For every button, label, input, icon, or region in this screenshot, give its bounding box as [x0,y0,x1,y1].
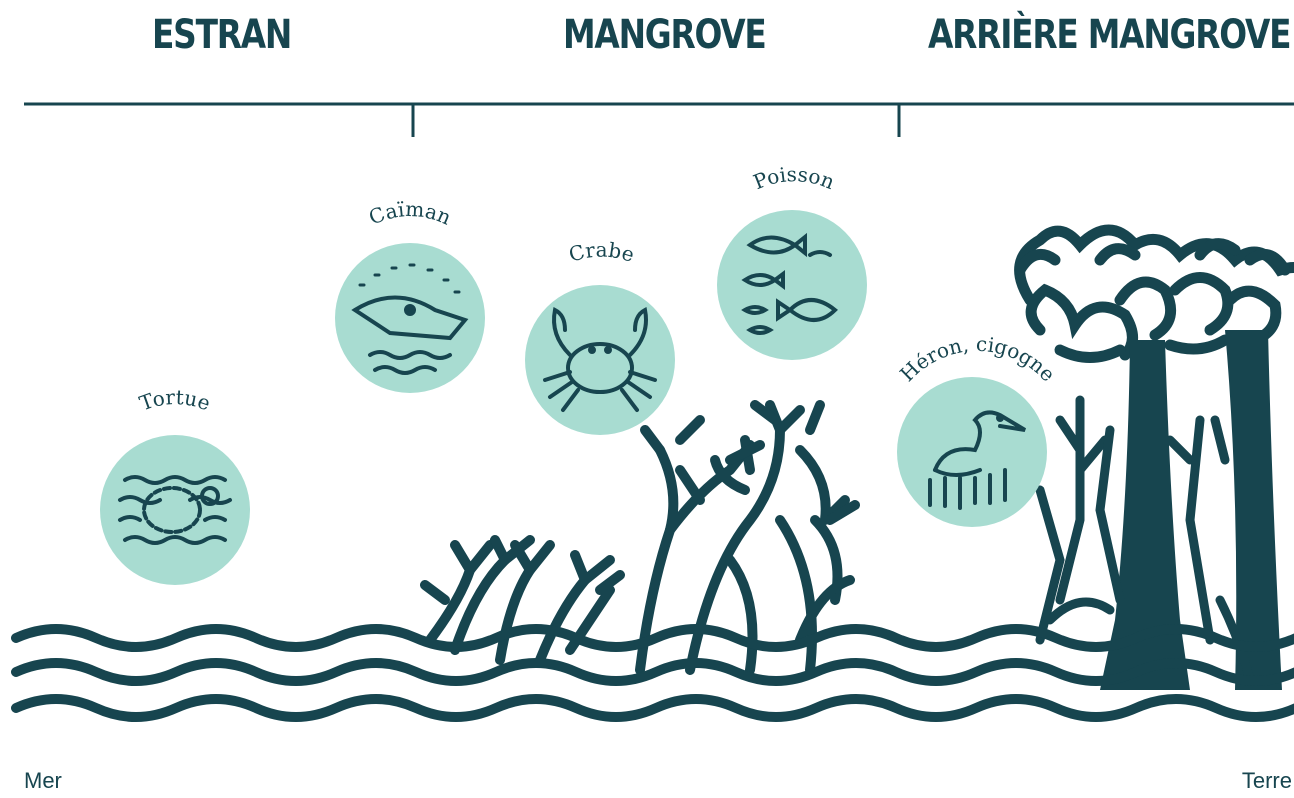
animal-badge-poisson [717,210,867,360]
zone-divider [24,104,1294,137]
animal-badge-crabe [525,285,675,435]
axis-label-terre: Terre [1242,768,1292,794]
mangrove-shrubs [425,405,855,670]
animal-label-crabe: Crabe [566,238,637,267]
back-mangrove-trees [1020,230,1294,690]
animal-label-poisson: Poisson [750,162,838,194]
water-waves [16,629,1294,717]
animal-label-tortue: Tortue [136,385,213,415]
animal-label-caiman: Caïman [365,197,455,230]
animal-badge-caiman [335,243,485,393]
axis-label-mer: Mer [24,768,62,794]
animal-badge-tortue [100,435,250,585]
animal-badge-heron [897,377,1047,527]
